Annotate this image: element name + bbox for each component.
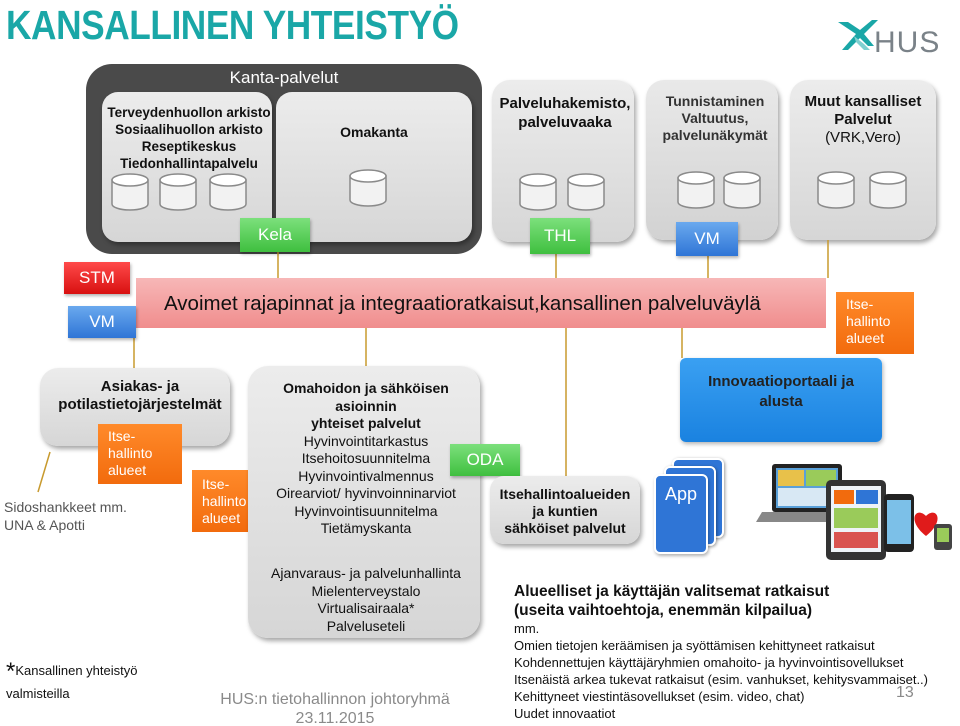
heart-icon (914, 512, 938, 536)
tunnistaminen-box[interactable] (646, 80, 778, 240)
kanta-archives-box[interactable] (102, 92, 272, 242)
footer-org: HUS:n tietohallinnon johtoryhmä (220, 691, 450, 708)
alueelliset-section: Alueelliset ja käyttäjän valitsemat ratk… (514, 582, 960, 722)
integration-banner-label: Avoimet rajapinnat ja integraatioratkais… (164, 292, 761, 315)
omahoito-content-2: Ajanvaraus- ja palvelunhallinta Mielente… (248, 565, 484, 635)
hus-logo-text: HUS (874, 26, 941, 59)
kela-tag[interactable]: Kela (240, 218, 310, 252)
footnote-asterisk: * (6, 658, 16, 685)
app-card-front[interactable]: App (654, 474, 708, 554)
omahoito-item: Hyvinvointitarkastus (303, 432, 429, 449)
omahoito-item: Tietämyskanta (320, 520, 412, 536)
page-title: KANSALLINEN YHTEISTYÖ (6, 2, 459, 48)
omahoito-box[interactable] (248, 366, 480, 638)
alueelliset-subheading: (useita vaihtoehtoja, enemmän kilpailua) (514, 602, 813, 619)
omahoito-item: Oirearviot/ hyvinvoinninarviot (276, 485, 456, 501)
footer: HUS:n tietohallinnon johtoryhmä 23.11.20… (210, 690, 460, 726)
devices-illustration (756, 464, 952, 560)
palveluhakemisto-label: Palveluhakemisto, palveluvaaka (499, 95, 631, 131)
tablet-icon (826, 480, 886, 560)
omahoito-item: Mielenterveystalo (311, 582, 421, 599)
vm-left-tag[interactable]: VM (68, 306, 136, 338)
omahoito-content: Omahoidon ja sähköisen asioinnin yhteise… (276, 380, 456, 536)
vm-top-tag[interactable]: VM (676, 222, 738, 256)
hus-logo-icon (838, 20, 878, 50)
footnote-text: Kansallinen yhteistyö (15, 663, 138, 678)
alueelliset-line: Kehittyneet viestintäsovellukset (esim. … (514, 689, 805, 704)
watch-icon (934, 524, 952, 550)
palveluhakemisto-box[interactable] (492, 80, 634, 242)
oda-tag[interactable]: ODA (450, 444, 520, 476)
itsehallintoalueiden-box[interactable] (490, 476, 640, 544)
archive-item: Sosiaalihuollon arkisto (115, 122, 263, 137)
alueelliset-line: Itsenäistä arkea tukevat ratkaisut (esim… (514, 672, 929, 687)
tunnistaminen-label: Tunnistaminen Valtuutus, palvelunäkymät (662, 93, 768, 143)
asiakas-label: Asiakas- ja potilastietojärjestelmät (58, 378, 222, 413)
itsehallinto-right-tag[interactable]: Itse- hallinto alueet (836, 292, 914, 354)
omahoito-item: Hyvinvointisuunnitelma (294, 502, 438, 519)
innovaatio-label: Innovaatioportaali ja alusta (708, 373, 854, 410)
omahoito-item: Virtualisairaala* (317, 600, 415, 616)
itsehallinto-tag[interactable]: Itse- hallinto alueet (98, 424, 182, 484)
innovaatio-box[interactable] (680, 358, 882, 442)
stm-tag[interactable]: STM (64, 262, 130, 294)
footer-date: 23.11.2015 (295, 710, 375, 726)
alueelliset-line: Omien tietojen keräämisen ja syöttämisen… (514, 638, 875, 653)
thl-tag[interactable]: THL (530, 218, 590, 254)
itsehallintoalueiden-label: Itsehallintoalueiden ja kuntien sähköise… (499, 486, 631, 536)
omahoito-item: Ajanvaraus- ja palvelunhallinta (271, 565, 461, 581)
alueelliset-heading: Alueelliset ja käyttäjän valitsemat ratk… (514, 583, 830, 600)
alueelliset-line: mm. (514, 621, 540, 636)
sidoshankkeet-label: Sidoshankkeet mm. UNA & Apotti (4, 499, 127, 533)
archive-item: Reseptikeskus (141, 139, 237, 154)
omahoito-item: Hyvinvointivalmennus (298, 467, 434, 484)
kanta-palvelut-label: Kanta-palvelut (229, 68, 339, 87)
phone-icon (884, 494, 914, 552)
footnote: *Kansallinen yhteistyö valmisteilla (6, 660, 137, 705)
omakanta-label: Omakanta (340, 124, 408, 140)
omahoito-item: Palveluseteli (326, 617, 406, 634)
archive-item: Tiedonhallintapalvelu (120, 156, 258, 171)
alueelliset-line: Uudet innovaatiot (514, 706, 616, 721)
page-number: 13 (896, 684, 914, 701)
kanta-archives-list: Terveydenhuollon arkisto Sosiaalihuollon… (102, 104, 276, 172)
omahoito-item: Itsehoitosuunnitelma (301, 450, 431, 466)
archive-item: Terveydenhuollon arkisto (107, 105, 271, 120)
alueelliset-line: Kohdennettujen käyttäjäryhmien omahoito-… (514, 655, 904, 670)
muut-palvelut-label: Muut kansalliset Palvelut (VRK,Vero) (804, 93, 922, 146)
footnote-text-2: valmisteilla (6, 686, 70, 701)
omakanta-box[interactable] (276, 92, 472, 242)
hus-logo: HUS (828, 14, 946, 60)
integration-banner[interactable] (136, 278, 826, 328)
muut-palvelut-box[interactable] (790, 80, 936, 240)
connector-line (37, 451, 51, 493)
